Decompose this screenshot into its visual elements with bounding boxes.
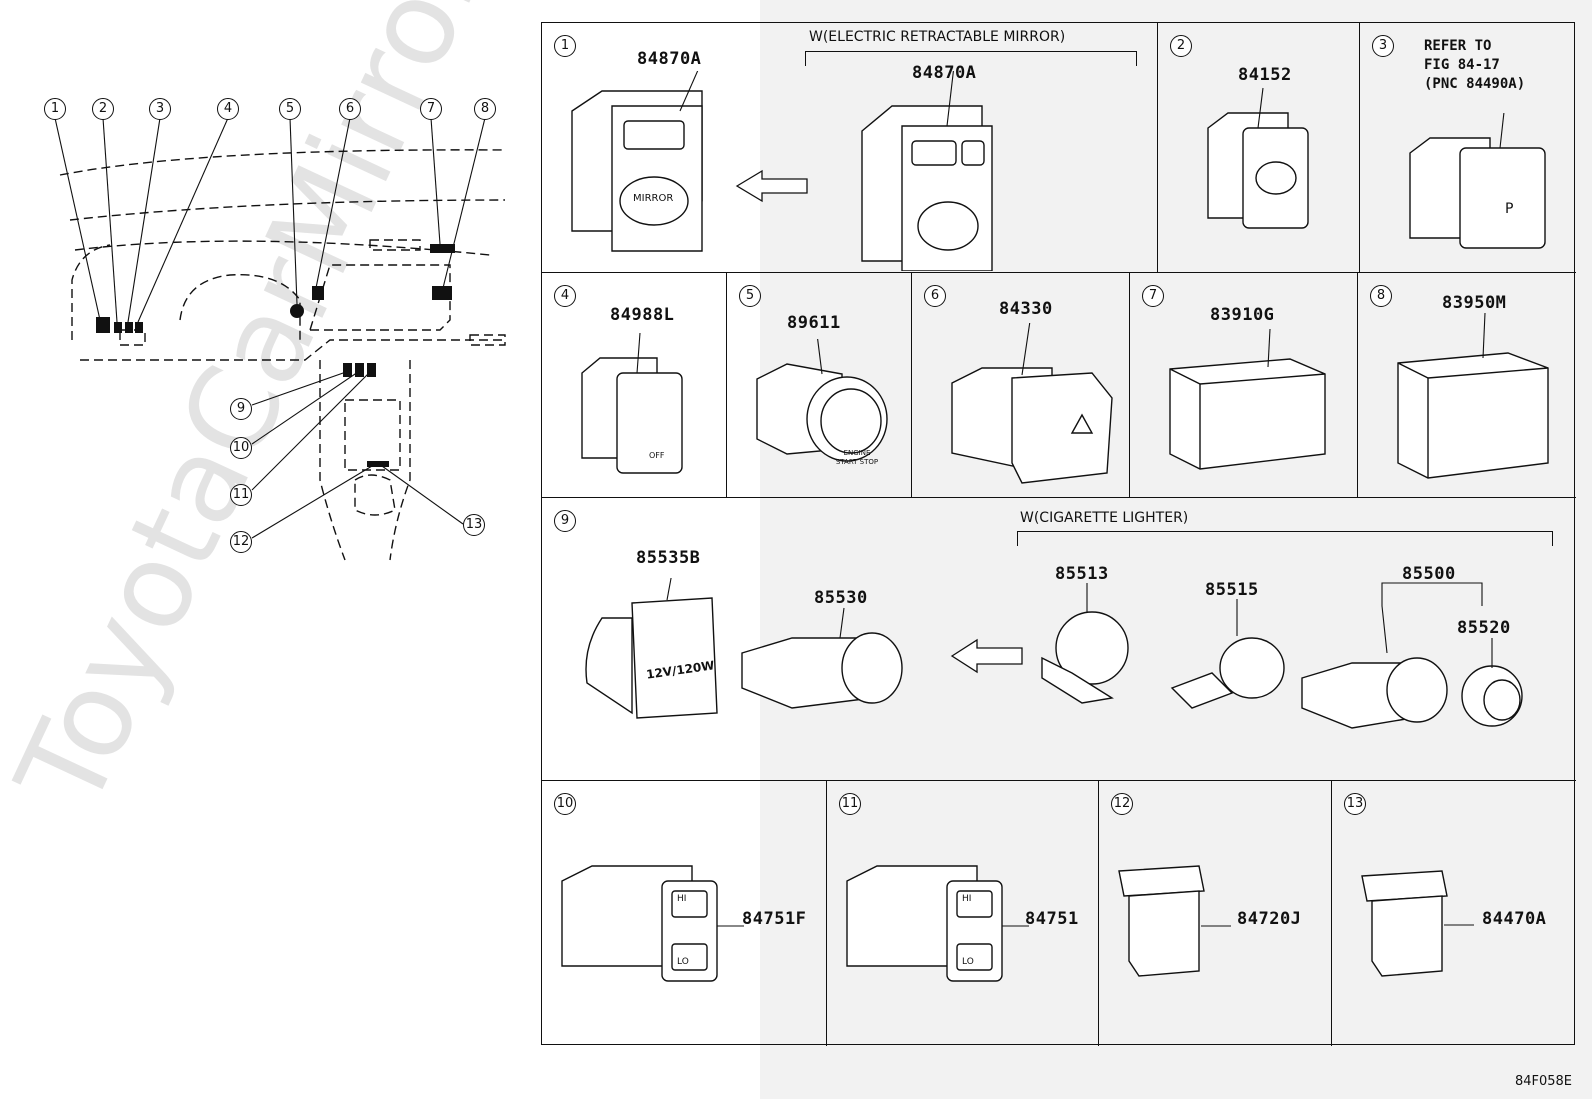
variant-part-85520: 85520 <box>1457 618 1511 638</box>
mirror-switch-drawing <box>571 71 993 271</box>
panel-13: 13 84470A <box>1332 781 1576 1046</box>
switch-drawing <box>1118 865 1231 977</box>
hi-label: HI <box>677 894 687 904</box>
switch-drawing <box>1361 870 1474 977</box>
callout-10: 10 <box>230 437 252 459</box>
panel-2: 2 84152 <box>1158 23 1360 273</box>
part-number: 89611 <box>787 313 841 333</box>
accessory-socket-drawing <box>585 578 1523 729</box>
callout-13: 13 <box>463 514 485 536</box>
icon-text: ENGINE START STOP <box>835 449 879 466</box>
panel-number: 5 <box>739 285 761 307</box>
hi-label: HI <box>962 894 972 904</box>
part-number: 84870A <box>637 49 702 69</box>
callout-3: 3 <box>149 98 171 120</box>
part-number-2: 85530 <box>814 588 868 608</box>
part-number: 84470A <box>1482 909 1547 929</box>
seat-heater-switch-drawing <box>846 865 1029 982</box>
seat-heater-switch-drawing <box>561 865 744 982</box>
variant-part-number: 84870A <box>912 63 977 83</box>
icon-text: OFF <box>649 451 665 460</box>
panel-number: 2 <box>1170 35 1192 57</box>
parts-grid: 1 84870A W(ELECTRIC RETRACTABLE MIRROR) … <box>541 22 1576 1046</box>
panel-number: 3 <box>1372 35 1394 57</box>
panel-number: 1 <box>554 35 576 57</box>
part-number: 84751 <box>1025 909 1079 929</box>
callout-2: 2 <box>92 98 114 120</box>
part-number: 84152 <box>1238 65 1292 85</box>
variant-part-85515: 85515 <box>1205 580 1259 600</box>
callout-1: 1 <box>44 98 66 120</box>
panel-3: 3 REFER TO FIG 84-17 (PNC 84490A) P <box>1360 23 1576 273</box>
panel-number: 11 <box>839 793 861 815</box>
callout-4: 4 <box>217 98 239 120</box>
part-number: 83910G <box>1210 305 1275 325</box>
panel-number: 6 <box>924 285 946 307</box>
callout-11: 11 <box>230 484 252 506</box>
panel-number: 7 <box>1142 285 1164 307</box>
lo-label: LO <box>962 957 974 967</box>
callout-6: 6 <box>339 98 361 120</box>
panel-1: 1 84870A W(ELECTRIC RETRACTABLE MIRROR) … <box>542 23 1158 273</box>
callout-7: 7 <box>420 98 442 120</box>
variant-label: W(ELECTRIC RETRACTABLE MIRROR) <box>809 29 1066 45</box>
variant-part-85500: 85500 <box>1402 564 1456 584</box>
part-number: 83950M <box>1442 293 1507 313</box>
panel-10: 10 84751F HI LO <box>542 781 827 1046</box>
switch-drawing <box>581 333 683 474</box>
panel-number: 9 <box>554 510 576 532</box>
refer-note: REFER TO FIG 84-17 (PNC 84490A) <box>1424 38 1526 92</box>
panel-11: 11 84751 HI LO <box>827 781 1099 1046</box>
callout-5: 5 <box>279 98 301 120</box>
module-drawing <box>1397 313 1549 479</box>
panel-number: 12 <box>1111 793 1133 815</box>
panel-number: 10 <box>554 793 576 815</box>
part-number: 84720J <box>1237 909 1302 929</box>
callout-8: 8 <box>474 98 496 120</box>
dashboard-overview <box>54 117 506 561</box>
panel-number: 4 <box>554 285 576 307</box>
panel-9: 9 85535B 85530 W(CIGARETTE LIGHTER) 8551… <box>542 498 1576 781</box>
part-number: 84330 <box>999 299 1053 319</box>
mirror-icon-text: MIRROR <box>633 193 674 204</box>
diagram-code: 84F058E <box>1514 1074 1572 1089</box>
variant-part-85513: 85513 <box>1055 564 1109 584</box>
variant-label: W(CIGARETTE LIGHTER) <box>1020 510 1189 526</box>
variant-bracket <box>805 51 1137 66</box>
part-number: 84988L <box>610 305 675 325</box>
panel-6: 6 84330 <box>912 273 1130 498</box>
module-drawing <box>1169 329 1326 470</box>
variant-bracket <box>1017 531 1553 546</box>
panel-5: 5 89611 ENGINE START STOP <box>727 273 912 498</box>
lo-label: LO <box>677 957 689 967</box>
panel-4: 4 84988L OFF <box>542 273 727 498</box>
part-number: 85535B <box>636 548 701 568</box>
panel-12: 12 84720J <box>1099 781 1332 1046</box>
hazard-switch-drawing <box>951 323 1113 484</box>
part-number: 84751F <box>742 909 807 929</box>
callout-9: 9 <box>230 398 252 420</box>
panel-number: 13 <box>1344 793 1366 815</box>
panel-8: 8 83950M <box>1358 273 1576 498</box>
callout-12: 12 <box>230 531 252 553</box>
start-button-drawing <box>756 339 888 462</box>
switch-drawing: P <box>1409 113 1546 249</box>
switch-drawing <box>1207 87 1309 229</box>
svg-text:P: P <box>1505 201 1513 217</box>
panel-7: 7 83910G <box>1130 273 1358 498</box>
panel-number: 8 <box>1370 285 1392 307</box>
